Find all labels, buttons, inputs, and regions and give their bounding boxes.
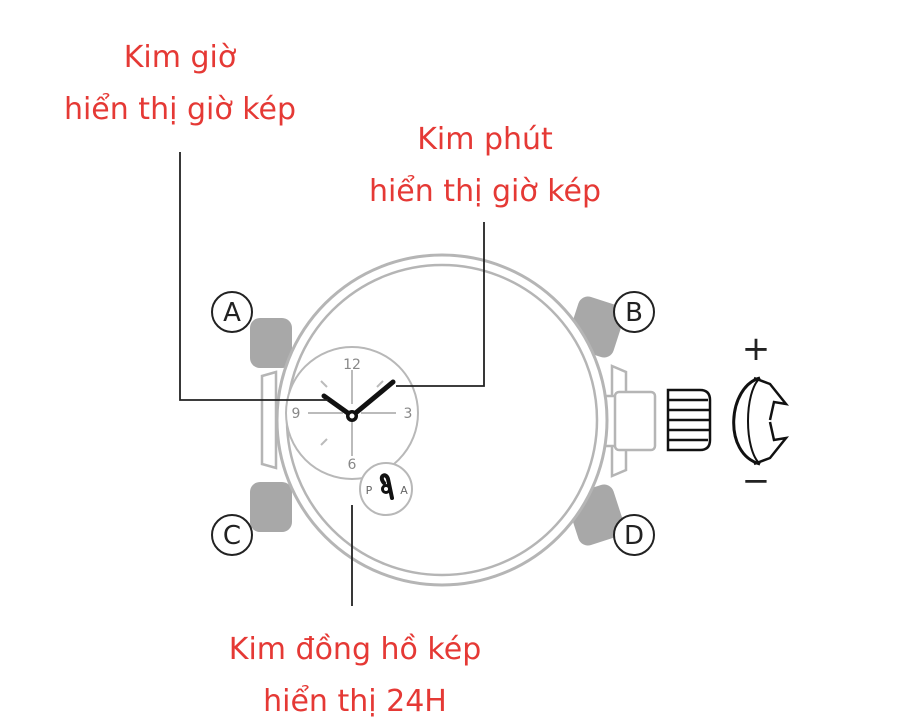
crown-minus-sign: −	[742, 461, 771, 501]
button-c-letter: C	[223, 521, 241, 551]
minute-hand-label-line2: hiển thị giờ kép	[368, 174, 602, 209]
button-d-letter: D	[624, 521, 644, 551]
subdial-p-label: P	[366, 484, 373, 497]
minute-hand	[349, 379, 396, 419]
button-a-letter: A	[223, 298, 241, 328]
dual-24h-subdial: P A	[359, 462, 413, 516]
hour-hand-label: Kim giờ hiển thị giờ kép	[40, 32, 320, 136]
button-c: C	[211, 514, 253, 556]
button-d: D	[613, 514, 655, 556]
button-b: B	[613, 291, 655, 333]
minute-hand-label-line1: Kim phút	[417, 122, 553, 157]
dial-number-9: 9	[292, 406, 301, 422]
dial-number-3: 3	[404, 406, 413, 422]
subdial-a-label: A	[400, 484, 408, 497]
minute-hand-leader	[396, 222, 485, 387]
dual-time-subdial: 12 3 6 9	[285, 346, 419, 480]
button-b-letter: B	[625, 298, 643, 328]
crown-plus-sign: +	[742, 329, 771, 369]
hour-hand-leader	[179, 152, 328, 401]
dual-time-hand-label-line2: hiển thị 24H	[263, 684, 447, 719]
dial-number-12: 12	[343, 357, 361, 373]
pusher-a	[250, 318, 292, 368]
crown-stem	[601, 390, 657, 452]
crown	[666, 388, 712, 452]
hour-hand-label-line2: hiển thị giờ kép	[63, 92, 297, 127]
dual-time-hand-label: Kim đồng hồ kép hiển thị 24H	[195, 624, 515, 728]
leader-lines	[179, 152, 485, 606]
button-a: A	[211, 291, 253, 333]
dial-number-6: 6	[348, 457, 357, 473]
hour-hand-label-line1: Kim giờ	[123, 40, 237, 75]
dual-time-hand-label-line1: Kim đồng hồ kép	[228, 632, 482, 667]
minute-hand-label: Kim phút hiển thị giờ kép	[340, 114, 630, 218]
pusher-c	[250, 482, 292, 532]
dual-24h-hand	[379, 473, 394, 500]
rotation-arrows-icon	[732, 376, 790, 466]
